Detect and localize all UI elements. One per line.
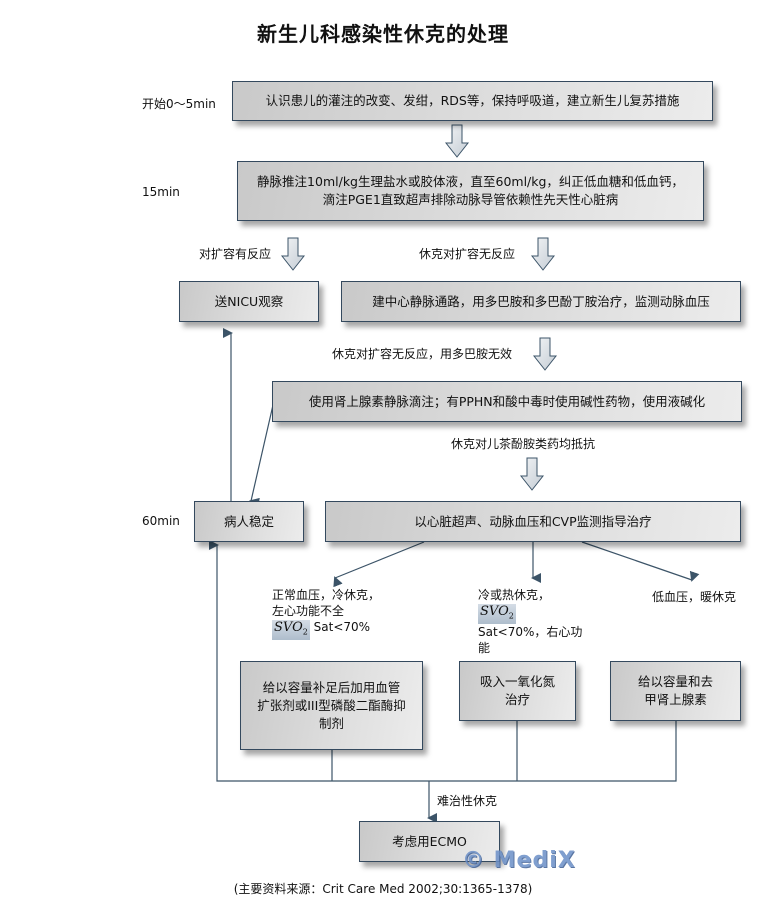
box-fluid-resuscitation: 静脉推注10ml/kg生理盐水或胶体液，直至60ml/kg，纠正低血糖和低血钙，… — [237, 161, 704, 221]
box-text: 考虑用ECMO — [392, 833, 467, 849]
label-unresponsive: 休克对扩容无反应 — [419, 247, 516, 261]
down-block-arrow — [531, 237, 555, 271]
arrow-branch-left — [333, 541, 425, 588]
box-monitoring: 以心脏超声、动脉血压和CVP监测指导治疗 — [325, 501, 741, 542]
box-text: 以心脏超声、动脉血压和CVP监测指导治疗 — [414, 513, 652, 529]
label-responsive: 对扩容有反应 — [199, 247, 272, 261]
down-block-arrow — [520, 457, 544, 491]
branch-label-cold-shock-left: 正常血压，冷休克， 左心功能不全 SVO2 Sat<70% — [272, 587, 382, 640]
box-nitric-oxide: 吸入一氧化氮治疗 — [459, 661, 576, 721]
box-nicu: 送NICU观察 — [179, 281, 319, 322]
label-refractory-shock: 难治性休克 — [437, 794, 498, 808]
box-text: 建中心静脉通路，用多巴胺和多巴酚丁胺治疗，监测动脉血压 — [372, 293, 710, 309]
source-citation: (主要资料来源：Crit Care Med 2002;30:1365-1378) — [233, 882, 533, 896]
arrow-epinephrine-to-stable — [249, 404, 274, 508]
box-text: 给以容量和去甲肾上腺素 — [637, 674, 713, 707]
box-text: 给以容量补足后加用血管扩张剂或III型磷酸二酯酶抑制剂 — [257, 679, 406, 731]
time-label-60min: 60min — [142, 514, 180, 528]
box-text: 病人稳定 — [223, 513, 274, 529]
box-text: 认识患儿的灌注的改变、发绀，RDS等，保持呼吸道，建立新生儿复苏措施 — [265, 93, 680, 108]
box-text: 吸入一氧化氮治疗 — [480, 674, 556, 707]
svo2-symbol: SVO2 — [272, 620, 310, 640]
down-block-arrow — [533, 337, 557, 371]
box-text: 送NICU观察 — [214, 293, 284, 309]
box-central-line: 建中心静脉通路，用多巴胺和多巴酚丁胺治疗，监测动脉血压 — [341, 281, 741, 322]
box-text: 使用肾上腺素静脉滴注；有PPHN和酸中毒时使用碱性药物，使用液碱化 — [308, 393, 706, 409]
down-block-arrow — [445, 124, 469, 158]
watermark-logo: © MediX — [462, 848, 576, 873]
box-text-line2: 滴注PGE1直致超声排除动脉导管依赖性先天性心脏病 — [322, 192, 619, 207]
label-dopamine-failed: 休克对扩容无反应，用多巴胺无效 — [332, 347, 513, 361]
branch-text: SVO2 Sat<70% — [272, 619, 382, 640]
box-vasodilator: 给以容量补足后加用血管扩张剂或III型磷酸二酯酶抑制剂 — [240, 661, 423, 750]
down-block-arrow — [281, 237, 305, 271]
time-label-15min: 15min — [142, 185, 180, 199]
time-label-start: 开始0～5min — [142, 97, 216, 111]
page-title: 新生儿科感染性休克的处理 — [257, 22, 509, 46]
label-catecholamine-resistant: 休克对儿茶酚胺类药均抵抗 — [451, 437, 596, 451]
box-norepinephrine: 给以容量和去甲肾上腺素 — [610, 661, 741, 721]
branch-text: 正常血压，冷休克， — [272, 588, 381, 602]
arrow-branch-right — [581, 541, 700, 582]
branch-text: 左心功能不全 — [272, 604, 345, 618]
box-patient-stable: 病人稳定 — [194, 501, 304, 542]
box-text-line1: 静脉推注10ml/kg生理盐水或胶体液，直至60ml/kg，纠正低血糖和低血钙， — [257, 174, 684, 189]
branch-label-right-heart: 冷或热休克，SVO2 Sat<70%，右心功能 — [478, 588, 583, 655]
branch-label-warm-shock: 低血压，暖休克 — [652, 590, 737, 604]
svo2-symbol: SVO2 — [478, 604, 516, 624]
box-ecmo: 考虑用ECMO — [359, 821, 500, 862]
box-initial-assessment: 认识患儿的灌注的改变、发绀，RDS等，保持呼吸道，建立新生儿复苏措施 — [232, 81, 713, 121]
box-epinephrine: 使用肾上腺素静脉滴注；有PPHN和酸中毒时使用碱性药物，使用液碱化 — [272, 381, 742, 422]
